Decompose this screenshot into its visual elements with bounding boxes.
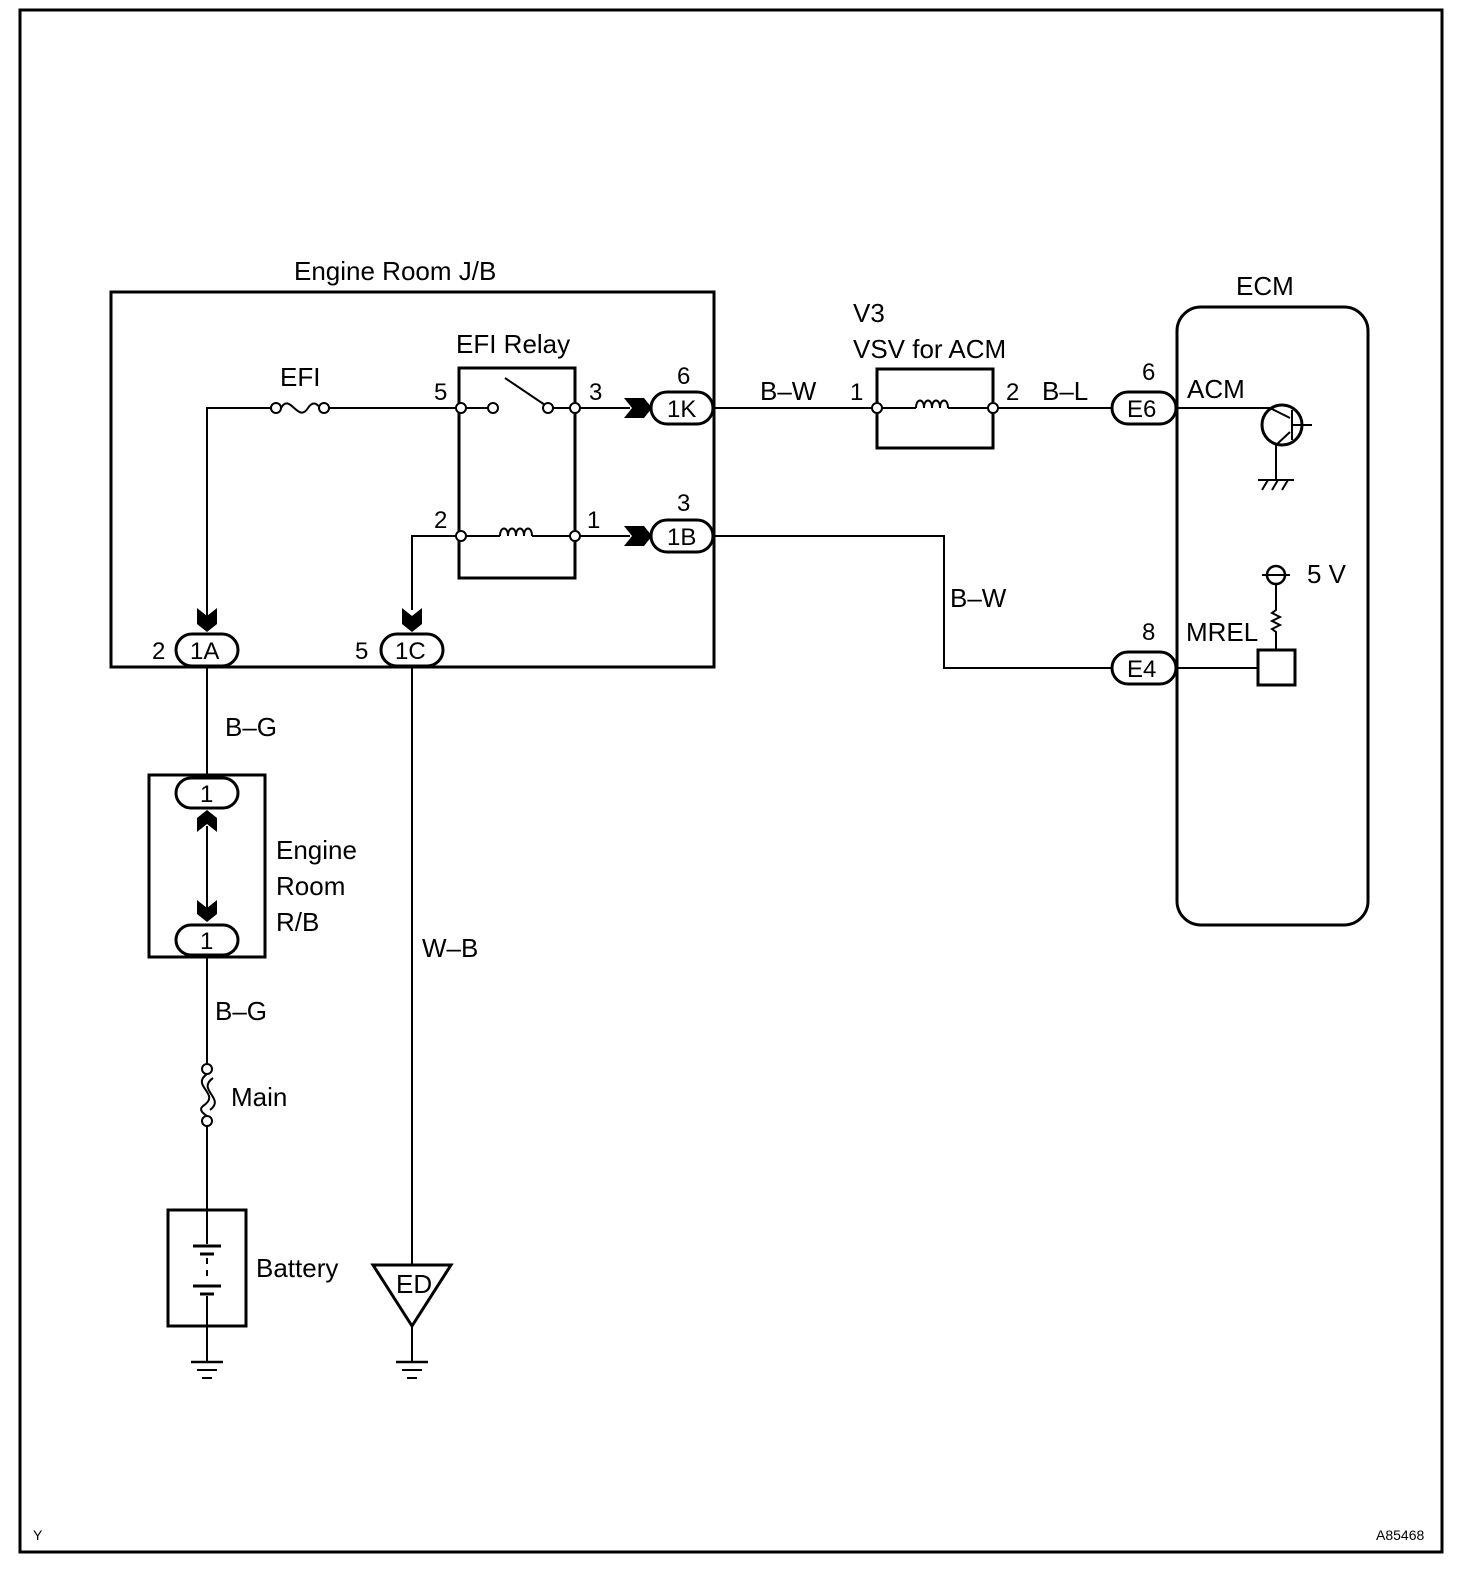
connector-1c-label: 1C <box>395 638 426 665</box>
relay-switch-arm <box>504 377 546 406</box>
efi-relay-label: EFI Relay <box>456 329 570 359</box>
relay-pin-1: 1 <box>587 507 600 534</box>
connector-1k-pin: 6 <box>677 363 690 390</box>
acm-label: ACM <box>1187 374 1245 404</box>
wire-label-b-w-top: B–W <box>760 376 817 406</box>
efi-fuse-label: EFI <box>280 362 320 392</box>
rb-connector-bottom-label: 1 <box>200 928 213 955</box>
relay-terminal-1 <box>569 530 581 542</box>
ecm-box <box>1175 305 1370 927</box>
wire-label-b-g-bottom: B–G <box>215 996 267 1026</box>
pullup-resistor <box>1269 584 1283 650</box>
battery: Battery <box>166 1208 338 1328</box>
arrow-1c <box>402 608 422 632</box>
rb-label-line1: Engine <box>276 835 357 865</box>
wire-fuse-to-1a <box>206 407 272 620</box>
ecm: ECM E6 6 E4 8 ACM MREL 5 V <box>1110 271 1370 927</box>
relay-pin-2: 2 <box>434 507 447 534</box>
connector-1c-pin: 5 <box>355 638 368 665</box>
corner-code: Y <box>33 1527 43 1543</box>
wire-label-b-w-mrel: B–W <box>950 583 1007 613</box>
wire-label-w-b: W–B <box>422 933 478 963</box>
arrow-1b <box>624 526 652 546</box>
mrel-label: MREL <box>1186 617 1258 647</box>
acm-ground-icon <box>1258 479 1294 491</box>
relay-terminal-2 <box>455 530 467 542</box>
battery-label: Battery <box>256 1253 338 1283</box>
connector-1b-label: 1B <box>667 524 696 551</box>
vsv-for-acm: V3 VSV for ACM 1 2 <box>850 298 1019 450</box>
vsv-pin-2: 2 <box>1006 379 1019 406</box>
rb-label-line2: Room <box>276 871 345 901</box>
connector-1b-pin: 3 <box>677 490 690 517</box>
ecm-label: ECM <box>1236 271 1294 301</box>
rb-connector-top-label: 1 <box>200 781 213 808</box>
arrow-1a <box>197 608 217 632</box>
main-fuse-label: Main <box>231 1082 287 1112</box>
engine-room-rb: 1 1 Engine Room R/B <box>147 773 357 959</box>
connector-1a-label: 1A <box>190 638 219 665</box>
outer-frame <box>18 8 1444 1554</box>
rb-connector-top <box>174 776 240 810</box>
ground-point-ed: ED <box>370 1263 454 1379</box>
vsv-id: V3 <box>853 298 885 328</box>
battery-ground-icon <box>191 1360 223 1379</box>
connector-e6-pin: 6 <box>1142 359 1155 386</box>
vcc-label: 5 V <box>1307 559 1347 589</box>
connector-1a-pin: 2 <box>152 638 165 665</box>
connector-e4-pin: 8 <box>1142 619 1155 646</box>
relay-coil <box>499 527 533 537</box>
arrow-1k <box>624 398 652 418</box>
engine-room-jb: Engine Room J/B EFI EFI Relay 5 3 2 1 <box>109 256 716 669</box>
ground-point-label: ED <box>396 1269 432 1299</box>
vsv-pin-1: 1 <box>850 379 863 406</box>
relay-terminal-5 <box>455 402 467 414</box>
mrel-driver <box>1256 648 1297 687</box>
efi-relay-box <box>457 366 577 580</box>
connector-e6-label: E6 <box>1127 396 1156 423</box>
main-fusible-link: Main <box>200 1063 287 1127</box>
wire-relay2-to-1c <box>411 535 456 610</box>
relay-pin-5: 5 <box>434 379 447 406</box>
rb-arrow-up <box>197 810 217 832</box>
jb-label: Engine Room J/B <box>294 256 496 286</box>
efi-fuse <box>270 402 330 414</box>
relay-pin-3: 3 <box>589 379 602 406</box>
connector-e4-label: E4 <box>1127 656 1156 683</box>
rb-label-line3: R/B <box>276 907 319 937</box>
wire-label-b-g-top: B–G <box>225 712 277 742</box>
ground-triangle <box>370 1263 454 1329</box>
rb-arrow-down <box>197 900 217 922</box>
wire-1b-to-e4 <box>713 535 1112 669</box>
connector-1k-label: 1K <box>667 396 696 423</box>
figure-id: A85468 <box>1376 1527 1424 1543</box>
vsv-name: VSV for ACM <box>853 334 1006 364</box>
vsv-coil <box>915 399 949 409</box>
jb-box <box>109 290 716 669</box>
wire-label-b-l: B–L <box>1042 376 1088 406</box>
relay-terminal-3 <box>569 402 581 414</box>
